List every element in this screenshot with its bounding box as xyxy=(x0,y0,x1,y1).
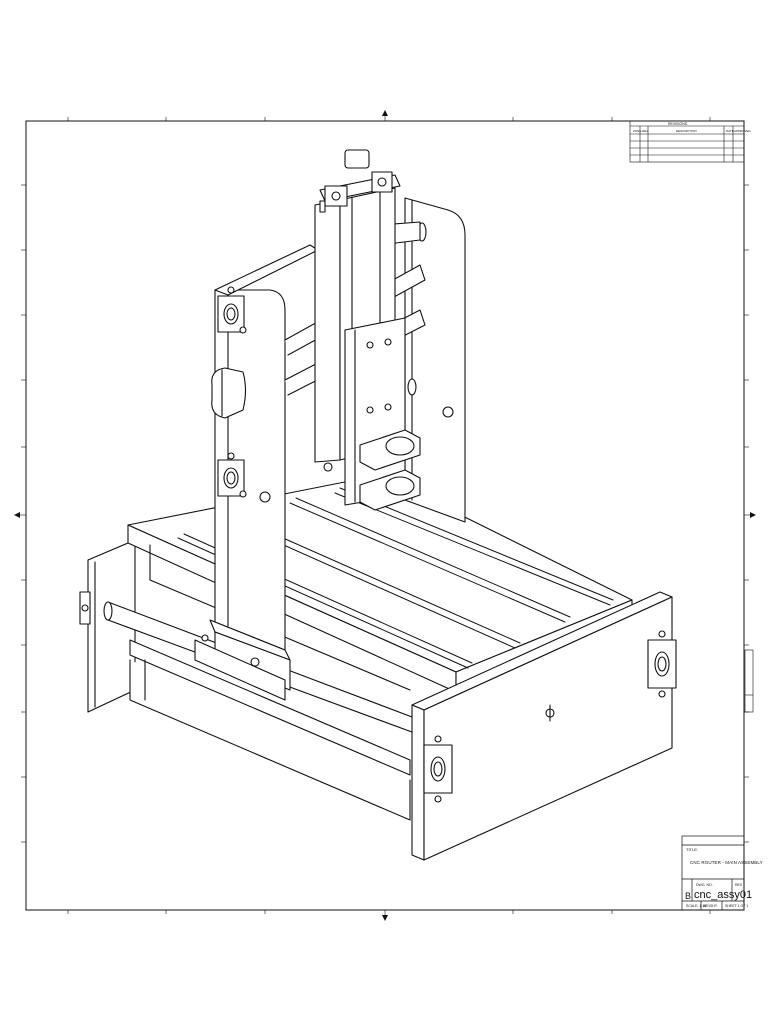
front-end-plate xyxy=(411,591,673,861)
front-bearing-block-right xyxy=(647,630,677,698)
center-markers xyxy=(14,110,756,921)
bearing-block-lower xyxy=(217,452,247,498)
rear-bearing-block xyxy=(79,591,91,625)
dwg-no-label: DWG. NO. xyxy=(696,883,713,887)
revision-col-date: DATE xyxy=(726,129,734,133)
revision-col-zone: ZONE xyxy=(633,129,642,133)
title-block-frame xyxy=(681,835,745,911)
t-slots xyxy=(177,487,614,669)
y-motor-knob xyxy=(211,367,247,419)
revision-table-header: REVISIONS xyxy=(668,122,688,126)
revision-col-approved: APPROVED xyxy=(734,129,751,133)
drawing-number: cnc_assy01 xyxy=(694,889,753,901)
title-label: TITLE: xyxy=(686,847,699,852)
sheet-number: SHEET 1 OF 1 xyxy=(725,904,749,908)
zone-ticks xyxy=(18,114,752,917)
revision-col-rev: REV. xyxy=(642,129,649,133)
front-plate-bolt xyxy=(545,704,555,722)
sheet-size: B xyxy=(685,891,692,901)
gantry-foot xyxy=(194,619,291,701)
weight-label: WEIGHT: xyxy=(703,904,718,908)
front-bearing-block-left xyxy=(423,735,453,803)
revision-col-description: DESCRIPTION xyxy=(676,129,697,133)
scale-label: SCALE: 1:10 xyxy=(686,904,707,908)
gantry-right-plate xyxy=(404,197,466,523)
revision-table xyxy=(629,120,745,163)
bearing-block-upper xyxy=(217,286,247,334)
drawing-title: CNC ROUTER - MAIN ASSEMBLY xyxy=(690,860,763,865)
z-motor-top xyxy=(319,149,401,213)
spindle-clamps xyxy=(323,429,421,511)
side-strip xyxy=(744,649,754,713)
cnc-router-drawing xyxy=(79,149,677,861)
rev-label: REV xyxy=(735,883,743,887)
